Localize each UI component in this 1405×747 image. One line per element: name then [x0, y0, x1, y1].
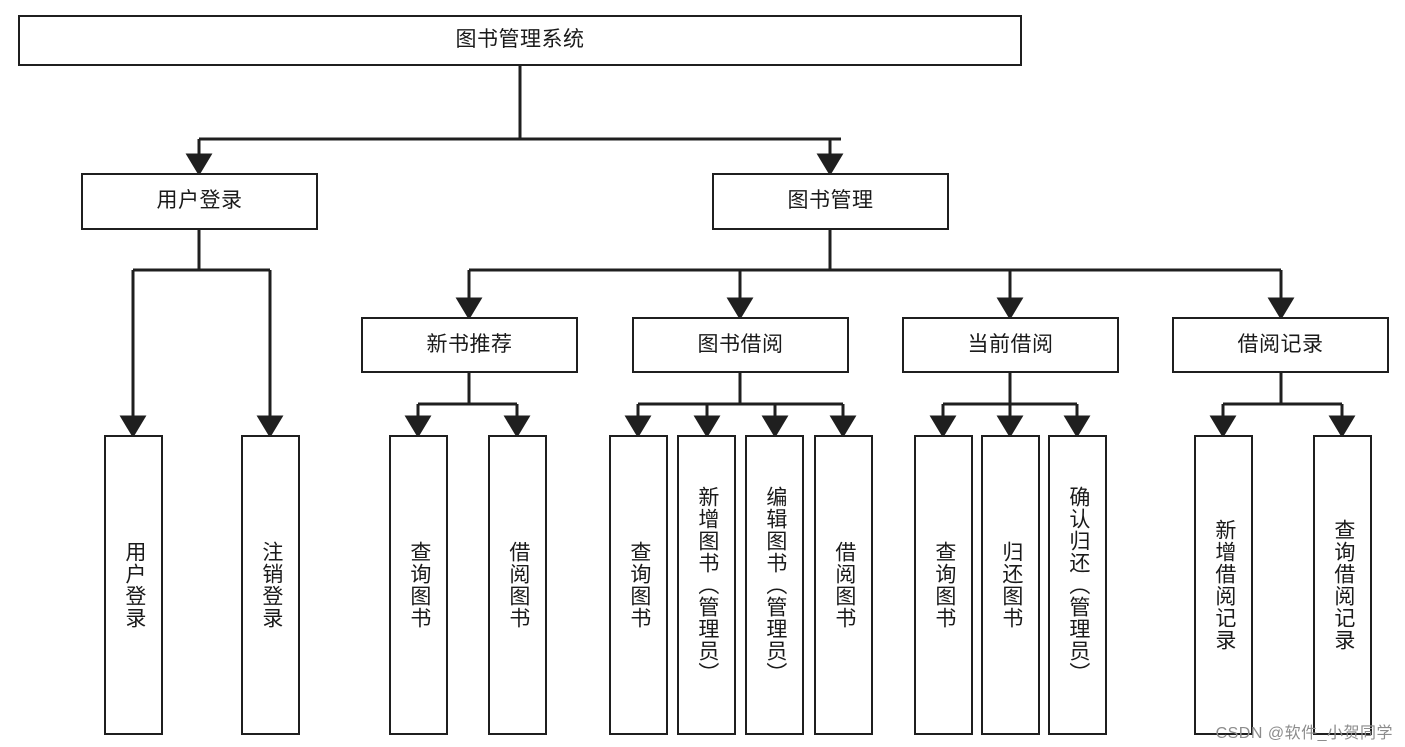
node-label: 图书借阅	[697, 332, 784, 356]
node-label: 图书管理	[787, 189, 874, 213]
node-label: 当前借阅	[967, 332, 1054, 356]
node-user-login[interactable]: 用户登录	[81, 173, 318, 230]
leaf-currentborrow-query-book[interactable]: 查询图书	[914, 435, 973, 735]
leaf-currentborrow-return-book[interactable]: 归还图书	[981, 435, 1040, 735]
leaf-newbook-query-book[interactable]: 查询图书	[389, 435, 448, 735]
node-label: 借阅记录	[1237, 332, 1324, 356]
leaf-user-login[interactable]: 用户登录	[104, 435, 163, 735]
node-label: 查询图书	[932, 541, 956, 629]
leaf-logout[interactable]: 注销登录	[241, 435, 300, 735]
node-label: 图书管理系统	[455, 28, 585, 52]
leaf-currentborrow-confirm-return[interactable]: 确认归还（管理员）	[1048, 435, 1107, 735]
node-current-borrow[interactable]: 当前借阅	[902, 317, 1119, 373]
node-new-book-recommend[interactable]: 新书推荐	[361, 317, 578, 373]
leaf-borrowrecord-query-record[interactable]: 查询借阅记录	[1313, 435, 1372, 735]
leaf-borrowrecord-add-record[interactable]: 新增借阅记录	[1194, 435, 1253, 735]
node-root-system[interactable]: 图书管理系统	[18, 15, 1022, 66]
node-label: 编辑图书（管理员）	[763, 486, 787, 684]
node-label: 查询图书	[407, 541, 431, 629]
node-label: 新增图书（管理员）	[695, 486, 719, 684]
leaf-newbook-borrow-book[interactable]: 借阅图书	[488, 435, 547, 735]
node-label: 归还图书	[999, 541, 1023, 629]
leaf-bookborrow-query-book[interactable]: 查询图书	[609, 435, 668, 735]
node-label: 查询图书	[627, 541, 651, 629]
node-label: 注销登录	[259, 541, 283, 629]
leaf-bookborrow-add-book[interactable]: 新增图书（管理员）	[677, 435, 736, 735]
node-book-borrow[interactable]: 图书借阅	[632, 317, 849, 373]
node-label: 用户登录	[122, 541, 146, 629]
leaf-bookborrow-borrow-book[interactable]: 借阅图书	[814, 435, 873, 735]
node-label: 用户登录	[156, 189, 243, 213]
node-label: 新书推荐	[426, 332, 513, 356]
node-borrow-record[interactable]: 借阅记录	[1172, 317, 1389, 373]
node-label: 新增借阅记录	[1212, 519, 1236, 651]
node-label: 借阅图书	[506, 541, 530, 629]
node-label: 确认归还（管理员）	[1066, 486, 1090, 684]
node-book-management[interactable]: 图书管理	[712, 173, 949, 230]
node-label: 借阅图书	[832, 541, 856, 629]
node-label: 查询借阅记录	[1331, 519, 1355, 651]
leaf-bookborrow-edit-book[interactable]: 编辑图书（管理员）	[745, 435, 804, 735]
